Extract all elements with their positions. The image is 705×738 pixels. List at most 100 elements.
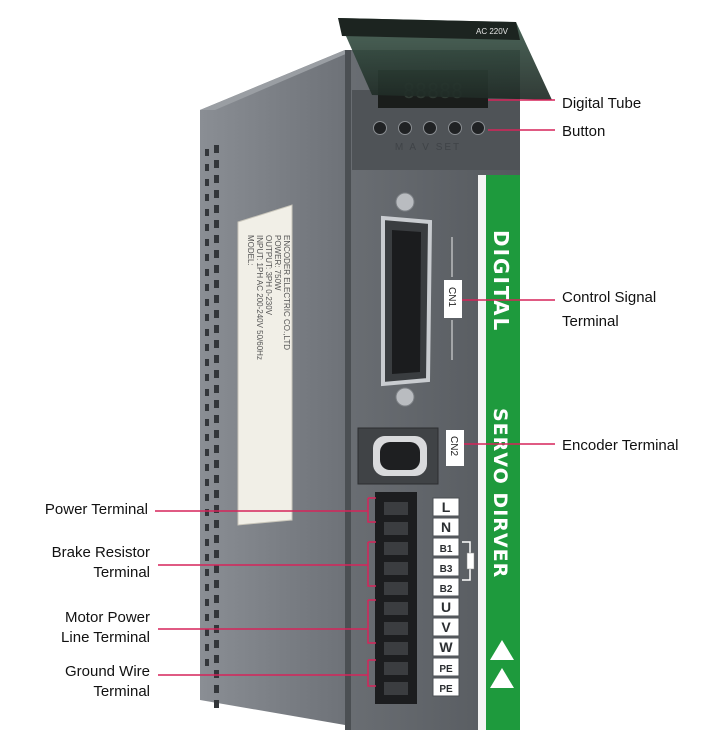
vent-slot (205, 239, 209, 246)
vent-slot (205, 479, 209, 486)
vent-slot (214, 355, 219, 363)
vent-slot (214, 670, 219, 678)
nameplate-line: ENCODER ELECTRIC CO.,LTD (282, 235, 291, 350)
cover-lid[interactable]: AC 220V (338, 18, 552, 100)
vent-slot (205, 449, 209, 456)
vent-slot (214, 445, 219, 453)
svg-text:N: N (441, 519, 451, 535)
vent-slot (214, 595, 219, 603)
svg-text:L: L (442, 499, 451, 515)
cn2-connector[interactable]: CN2 (357, 427, 464, 485)
vent-slot (205, 554, 209, 561)
vent-slot (214, 550, 219, 558)
terminal-label-n: N (432, 517, 460, 537)
vent-slot (214, 160, 219, 168)
vent-slot (214, 280, 219, 288)
vent-slot (205, 359, 209, 366)
svg-text:B2: B2 (440, 584, 453, 595)
terminal-label-pe: PE (432, 657, 460, 677)
terminal-slot (384, 642, 408, 655)
callout-digital-tube: Digital Tube (562, 95, 642, 112)
terminal-label-b3: B3 (432, 557, 460, 577)
terminal-label-b2: B2 (432, 577, 460, 597)
svg-text:B1: B1 (440, 544, 453, 555)
svg-text:U: U (441, 599, 451, 615)
terminal-label-l: L (432, 497, 460, 517)
hot-surface-icon (490, 668, 514, 688)
callout-power-terminal: Power Terminal (44, 501, 148, 518)
vent-slot (205, 539, 209, 546)
nameplate-line: POWER: 750W (273, 235, 282, 291)
svg-text:PE: PE (439, 664, 453, 675)
vent-slot (205, 419, 209, 426)
vent-slot (205, 584, 209, 591)
button-labels: M A V SET (395, 142, 461, 153)
vent-slot (205, 569, 209, 576)
vent-slot (214, 460, 219, 468)
terminal-label-pe: PE (432, 677, 460, 697)
vent-slot (205, 329, 209, 336)
panel-button[interactable] (448, 121, 462, 135)
vent-slot (214, 535, 219, 543)
panel-button[interactable] (471, 121, 485, 135)
vent-slot (205, 524, 209, 531)
panel-button[interactable] (373, 121, 387, 135)
vent-slot (205, 509, 209, 516)
button-row (373, 121, 485, 135)
leader-line (367, 600, 376, 644)
leader-line (367, 660, 376, 687)
vent-slot (214, 190, 219, 198)
terminal-slot (384, 502, 408, 515)
cn1-label: CN1 (446, 287, 457, 307)
vent-slot (214, 205, 219, 213)
vent-slot (205, 194, 209, 201)
panel-button[interactable] (398, 121, 412, 135)
cn1-connector[interactable]: CN1 (381, 192, 462, 407)
vent-slot (214, 295, 219, 303)
warning-icon (490, 640, 514, 660)
vent-slot (205, 179, 209, 186)
vent-slot (205, 389, 209, 396)
brand-text-digital: DIGITAL (489, 230, 513, 332)
panel-button[interactable] (423, 121, 437, 135)
terminal-label-b1: B1 (432, 537, 460, 557)
vent-slot (205, 209, 209, 216)
vent-slot (214, 370, 219, 378)
vent-slot (214, 640, 219, 648)
vent-slot (214, 220, 219, 228)
vent-slot (214, 490, 219, 498)
vent-slot (214, 700, 219, 708)
vent-slot (214, 235, 219, 243)
terminal-label-w: W (432, 637, 460, 657)
vent-slot (214, 610, 219, 618)
callout-brake-resistor-line2: Terminal (93, 564, 150, 581)
brand-text-servo-driver: SERVO DIRVER (489, 408, 511, 578)
vent-slot (205, 314, 209, 321)
vent-slot (205, 374, 209, 381)
vent-slot (205, 434, 209, 441)
vent-slot (205, 344, 209, 351)
callout-ground-wire-line2: Terminal (93, 683, 150, 700)
vent-slot (205, 224, 209, 231)
terminal-slot (384, 622, 408, 635)
vent-slot (214, 250, 219, 258)
terminal-label-u: U (432, 597, 460, 617)
terminal-slot (384, 562, 408, 575)
vent-slot (205, 629, 209, 636)
vent-slot (205, 284, 209, 291)
svg-text:V: V (441, 619, 451, 635)
callout-control-signal-line2: Terminal (562, 313, 619, 330)
leader-lines (155, 99, 555, 687)
vent-slot (205, 599, 209, 606)
vent-slot (205, 659, 209, 666)
leader-line (367, 498, 376, 523)
terminal-label-v: V (432, 617, 460, 637)
nameplate-line: INPUT: 1PH AC 200-240V 50/60Hz (255, 235, 264, 360)
vent-slot (205, 254, 209, 261)
vent-slot (214, 175, 219, 183)
terminal-slot (384, 602, 408, 615)
vent-slots (205, 145, 219, 708)
brand-stripe: DIGITAL SERVO DIRVER (478, 175, 520, 730)
